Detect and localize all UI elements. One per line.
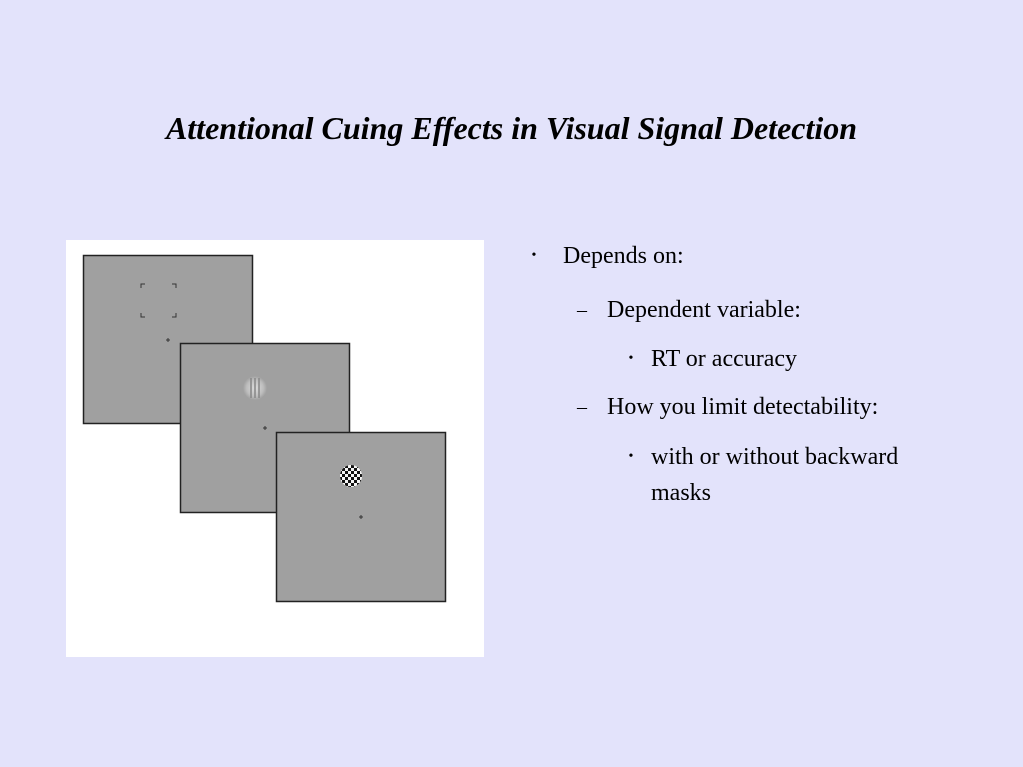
bullet-dot-icon: • — [628, 449, 634, 464]
stimulus-sequence-figure — [66, 240, 484, 657]
mask-display-panel — [275, 431, 447, 603]
fixation-cross-icon — [359, 515, 363, 519]
bullet-text: How you limit detectability: — [607, 394, 879, 420]
bullet-dash-icon: – — [577, 396, 587, 418]
checkerboard-mask-icon — [340, 465, 362, 487]
bullet-text: Depends on: — [563, 243, 684, 269]
bullet-text: with or without backward masks — [651, 444, 899, 506]
bullet-dot-icon: • — [531, 248, 537, 263]
bullet-dot-icon: • — [628, 351, 634, 366]
slide-title: Attentional Cuing Effects in Visual Sign… — [165, 110, 858, 146]
cue-brackets — [140, 283, 177, 318]
bullet-text: RT or accuracy — [651, 346, 798, 372]
bullet-dash-icon: – — [577, 299, 587, 321]
fixation-cross-icon — [263, 426, 267, 430]
fixation-cross-icon — [166, 338, 170, 342]
bullet-text: Dependent variable: — [607, 297, 801, 323]
